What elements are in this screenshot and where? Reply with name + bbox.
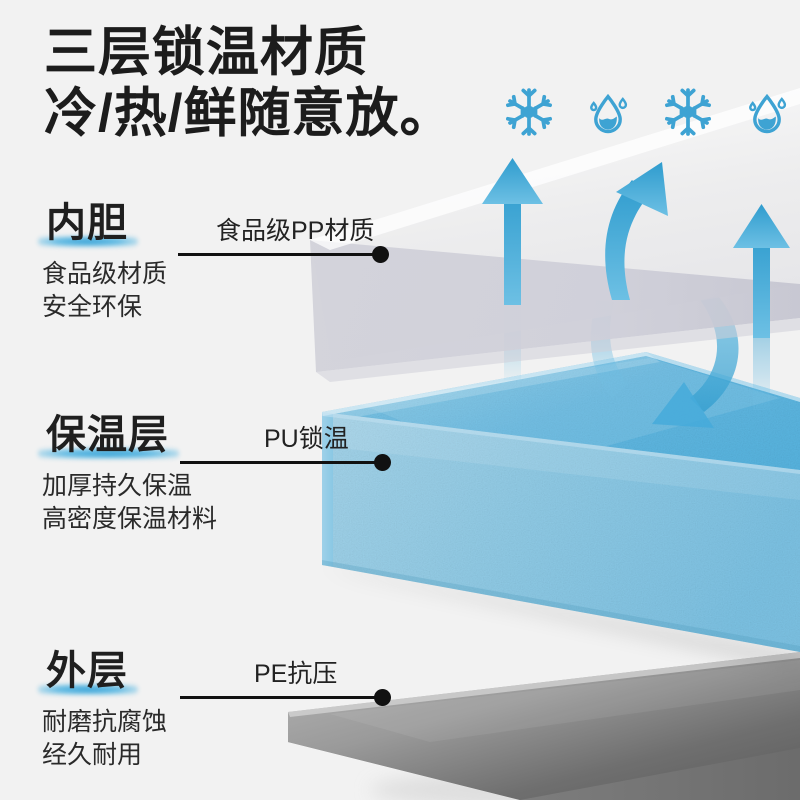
layer-subtitle-line-1: 耐磨抗腐蚀 bbox=[42, 708, 168, 736]
layer-label-outer: 外层 耐磨抗腐蚀 经久耐用 bbox=[42, 648, 167, 772]
layer-subtitle-line-1: 食品级材质 bbox=[42, 260, 168, 288]
inner-liner-slab bbox=[310, 88, 800, 382]
snowflake-icon bbox=[664, 88, 711, 136]
layer-subtitle-outer: 耐磨抗腐蚀 经久耐用 bbox=[42, 706, 167, 772]
layer-subtitle-line-2: 高密度保温材料 bbox=[42, 505, 218, 533]
layer-subtitle-line-2: 经久耐用 bbox=[42, 741, 143, 769]
callout-line bbox=[180, 696, 382, 699]
callout-text-inner-liner: 食品级PP材质 bbox=[216, 217, 375, 245]
layer-label-inner-liner: 内胆 食品级材质 安全环保 bbox=[42, 200, 167, 324]
water-drop-icon bbox=[749, 93, 787, 134]
snowflake-icon bbox=[506, 88, 552, 136]
layer-title-insulation: 保温层 bbox=[42, 412, 173, 458]
layer-subtitle-line-2: 安全环保 bbox=[42, 293, 143, 321]
callout-dot bbox=[374, 689, 391, 706]
layer-subtitle-line-1: 加厚持久保温 bbox=[42, 472, 193, 500]
layer-title-inner-liner: 内胆 bbox=[42, 200, 132, 246]
airflow-arrows-top bbox=[482, 158, 790, 338]
headline-line-1: 三层锁温材质 bbox=[44, 23, 368, 82]
water-drop-icon bbox=[590, 93, 628, 134]
callout-text-insulation: PU锁温 bbox=[264, 425, 349, 453]
callout-line bbox=[180, 461, 382, 464]
page-title: 三层锁温材质 冷/热/鲜随意放。 bbox=[44, 22, 514, 144]
callout-outer: PE抗压 bbox=[180, 655, 392, 706]
callout-dot bbox=[374, 454, 391, 471]
callout-line bbox=[178, 253, 380, 256]
feature-icon-row bbox=[503, 84, 793, 140]
callout-insulation: PU锁温 bbox=[180, 420, 392, 471]
layer-label-insulation: 保温层 加厚持久保温 高密度保温材料 bbox=[42, 412, 217, 536]
callout-inner-liner: 食品级PP材质 bbox=[178, 212, 389, 263]
callout-dot bbox=[372, 246, 389, 263]
layer-subtitle-inner-liner: 食品级材质 安全环保 bbox=[42, 258, 167, 324]
layer-subtitle-insulation: 加厚持久保温 高密度保温材料 bbox=[42, 470, 217, 536]
headline-line-2: 冷/热/鲜随意放。 bbox=[44, 84, 454, 143]
layer-title-outer: 外层 bbox=[42, 648, 132, 694]
callout-text-outer: PE抗压 bbox=[254, 660, 338, 688]
outer-layer-slab bbox=[288, 652, 800, 800]
